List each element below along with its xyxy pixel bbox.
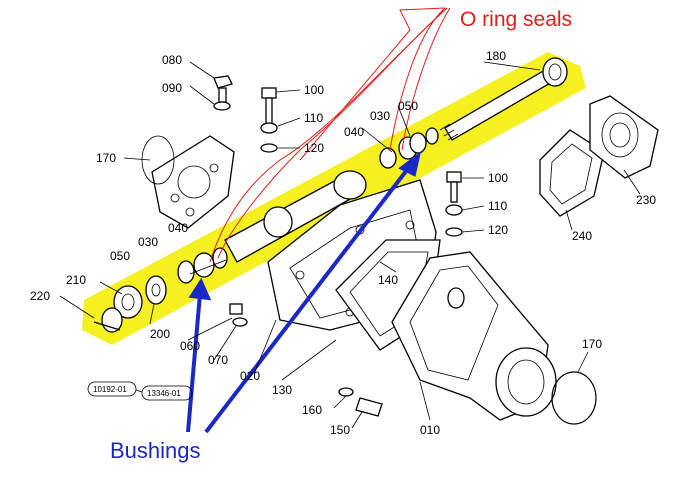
part-label: 170 bbox=[96, 151, 116, 165]
part-label: 140 bbox=[378, 273, 398, 287]
part-label: 080 bbox=[162, 53, 182, 67]
part-label: 070 bbox=[208, 353, 228, 367]
bushings-annotation: Bushings bbox=[110, 438, 201, 463]
reference-code-left: 10192-01 bbox=[93, 385, 127, 394]
left-bearing-cap bbox=[141, 135, 235, 229]
bolt-080-090 bbox=[213, 75, 233, 111]
part-label: 050 bbox=[398, 99, 418, 113]
part-label: 230 bbox=[636, 193, 656, 207]
plug-060-070 bbox=[229, 303, 248, 327]
axle-housing-010 bbox=[391, 251, 557, 421]
part-label: 120 bbox=[488, 223, 508, 237]
o-ring-seals-annotation: O ring seals bbox=[460, 8, 572, 31]
part-label: 160 bbox=[302, 403, 322, 417]
part-label: 090 bbox=[162, 81, 182, 95]
part-label: 120 bbox=[304, 141, 324, 155]
part-label: 020 bbox=[240, 369, 260, 383]
bolt-100-right bbox=[445, 171, 463, 237]
o-ring-annotation-lines bbox=[209, 7, 451, 263]
part-label: 040 bbox=[344, 125, 364, 139]
reference-codes: 10192-01 13346-01 bbox=[87, 381, 193, 401]
leader-lines bbox=[59, 61, 641, 429]
o-ring-170-right bbox=[551, 371, 597, 425]
part-label: 150 bbox=[330, 423, 350, 437]
part-label: 100 bbox=[304, 83, 324, 97]
part-label: 110 bbox=[304, 111, 323, 125]
center-shaft-tube bbox=[224, 170, 367, 263]
lower-bushing-group bbox=[177, 247, 228, 284]
part-label: 130 bbox=[272, 383, 292, 397]
bolt-150-160 bbox=[338, 387, 383, 417]
part-label: 050 bbox=[110, 249, 130, 263]
part-label: 200 bbox=[150, 327, 170, 341]
bushing-arrows bbox=[186, 151, 422, 434]
part-label: 220 bbox=[30, 289, 50, 303]
shaft-180 bbox=[439, 57, 568, 141]
part-label: 100 bbox=[488, 171, 508, 185]
part-number-labels: 080 090 100 110 120 170 180 050 030 040 … bbox=[30, 49, 656, 437]
part-label: 010 bbox=[420, 423, 440, 437]
part-label: 240 bbox=[572, 229, 592, 243]
part-label: 180 bbox=[486, 49, 506, 63]
part-label: 030 bbox=[138, 235, 158, 249]
part-label: 040 bbox=[168, 221, 188, 235]
flange-cover-230 bbox=[589, 95, 659, 179]
part-label: 110 bbox=[488, 199, 507, 213]
part-label: 060 bbox=[180, 339, 200, 353]
part-label: 170 bbox=[582, 337, 602, 351]
left-end-parts bbox=[93, 275, 167, 333]
reference-code-right: 13346-01 bbox=[147, 389, 181, 398]
part-label: 030 bbox=[370, 109, 390, 123]
gasket-240 bbox=[539, 129, 605, 217]
part-label: 210 bbox=[66, 273, 86, 287]
bolt-100-top bbox=[260, 87, 278, 153]
